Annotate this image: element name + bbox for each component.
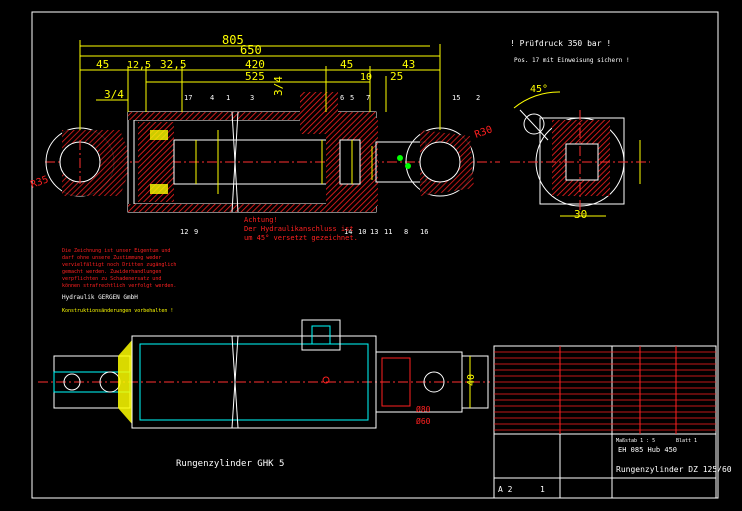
part-label: 2 [476, 94, 480, 102]
dim-3-4-b: 3/4 [272, 76, 285, 96]
dim-40: 40 [466, 374, 477, 386]
pos17-note: Pos. 17 mit Einweisung sichern ! [514, 57, 630, 64]
svg-text:können strafrechtlich verfolgt: können strafrechtlich verfolgt werden. [62, 283, 176, 289]
dim-45-deg: 45° [530, 84, 548, 95]
svg-text:um 45° versetzt gezeichnet.: um 45° versetzt gezeichnet. [244, 234, 358, 242]
part-label: 13 [370, 228, 378, 236]
dim-r30: R30 [473, 124, 494, 141]
changes-note: Konstruktionsänderungen vorbehalten ! [62, 308, 173, 314]
pressure-note: ! Prüfdruck 350 bar ! [510, 39, 611, 48]
bottom-title: Rungenzylinder GHK 5 [176, 459, 284, 469]
attention-note: Achtung! Der Hydraulikanschluss ist um 4… [244, 216, 358, 242]
dim-d80: Ø80 [416, 404, 431, 414]
part-label: 3 [250, 94, 254, 102]
dim-25: 25 [390, 70, 403, 83]
part-label: 16 [420, 228, 428, 236]
detail-view-right: ! Prüfdruck 350 bar ! Pos. 17 mit Einwei… [510, 39, 650, 221]
drawing-title: Rungenzylinder DZ 125/60 [616, 465, 732, 474]
dim-805: 805 [222, 33, 244, 47]
part-label: 4 [210, 94, 214, 102]
dim-420: 420 [245, 58, 265, 71]
dim-d60: Ø60 [416, 416, 431, 426]
part-label: 8 [404, 228, 408, 236]
part-label: 17 [184, 94, 192, 102]
company-name: Hydraulik GERGEN GmbH [62, 294, 138, 301]
svg-text:gemacht werden. Zuwiderhandlun: gemacht werden. Zuwiderhandlungen [62, 269, 161, 275]
part-label: 12 [180, 228, 188, 236]
part-label: 15 [452, 94, 460, 102]
top-dimensions: 805 650 45 12,5 32,5 420 525 45 10 25 43… [29, 33, 494, 191]
dim-30: 30 [574, 208, 587, 221]
part-label: 1 [226, 94, 230, 102]
svg-text:vervielfältigt noch Dritten zu: vervielfältigt noch Dritten zugänglich [62, 262, 176, 268]
part-label: 9 [194, 228, 198, 236]
dim-45a: 45 [96, 58, 109, 71]
dim-45b: 45 [340, 58, 353, 71]
sheet-blatt: Blatt 1 [676, 438, 697, 444]
sheet-format: A 2 [498, 485, 513, 494]
svg-text:Achtung!: Achtung! [244, 216, 278, 224]
title-block: EH 085 Hub 450 Rungenzylinder DZ 125/60 … [493, 345, 732, 499]
svg-text:Die Zeichnung ist unser Eigent: Die Zeichnung ist unser Eigentum und [62, 248, 170, 254]
dim-650: 650 [240, 43, 262, 57]
dim-12-5: 12,5 [127, 60, 151, 71]
drawing-number: EH 085 Hub 450 [618, 446, 677, 454]
cylinder-section-view [45, 92, 641, 213]
copyright-note: Die Zeichnung ist unser Eigentum und dar… [62, 248, 176, 314]
part-label: 7 [366, 94, 370, 102]
dim-32-5: 32,5 [160, 58, 187, 71]
part-label: 14 [344, 228, 352, 236]
dim-525: 525 [245, 70, 265, 83]
sheet-number: 1 [540, 485, 545, 494]
part-label: 6 [340, 94, 344, 102]
svg-text:verpflichten zu Schadenersatz: verpflichten zu Schadenersatz und [62, 276, 161, 282]
part-label: 11 [384, 228, 392, 236]
dim-10: 10 [360, 72, 372, 83]
part-labels: 17 4 1 3 6 5 7 15 2 12 9 14 10 13 11 8 1… [180, 94, 480, 236]
svg-text:Der Hydraulikanschluss ist: Der Hydraulikanschluss ist [244, 225, 354, 233]
assembly-view: 40 Ø80 Ø60 Rungenzylinder GHK 5 [38, 319, 490, 469]
dim-43: 43 [402, 58, 415, 71]
scale: Maßstab 1 : 5 [616, 438, 655, 444]
part-label: 10 [358, 228, 366, 236]
svg-text:darf ohne unsere Zustimmung we: darf ohne unsere Zustimmung weder [62, 255, 161, 261]
dim-3-4-a: 3/4 [104, 88, 124, 101]
drawing-frame [31, 11, 719, 499]
part-label: 5 [350, 94, 354, 102]
